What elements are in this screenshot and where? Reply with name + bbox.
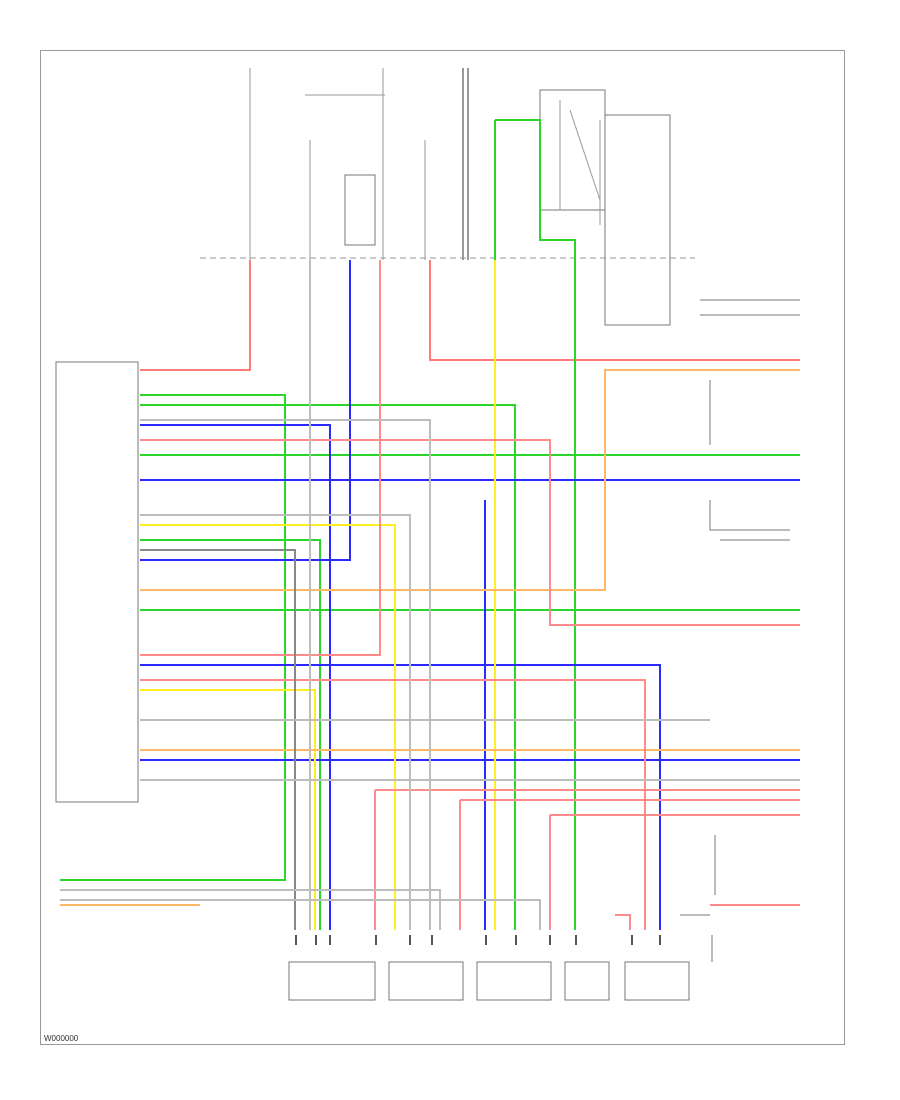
control-module: [55, 361, 139, 803]
diagram-frame: [40, 50, 845, 1045]
diagram-code: W000000: [44, 1034, 79, 1043]
bottom-components: [288, 914, 713, 1001]
connector-ticks: [295, 935, 661, 945]
right-connectors: [700, 299, 800, 895]
wires: [60, 119, 800, 930]
power-distribution: [200, 68, 695, 326]
